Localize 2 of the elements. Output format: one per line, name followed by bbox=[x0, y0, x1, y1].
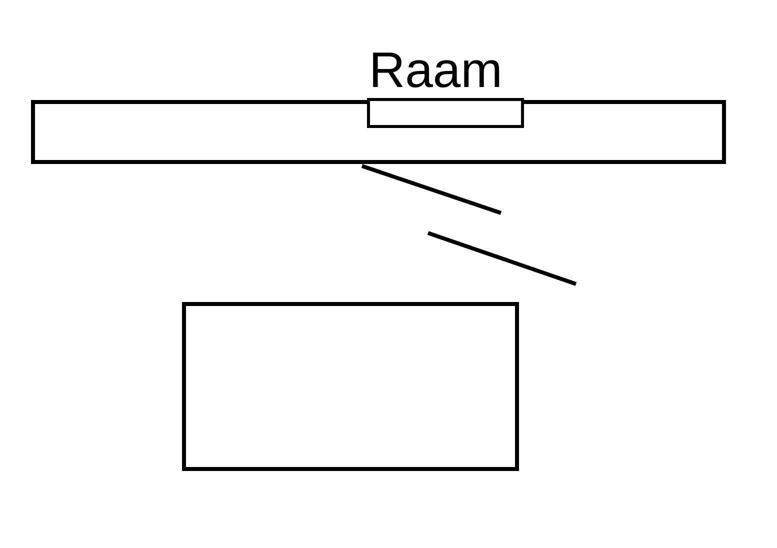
window-label: Raam bbox=[368, 42, 502, 98]
rectangle-box bbox=[182, 302, 519, 471]
